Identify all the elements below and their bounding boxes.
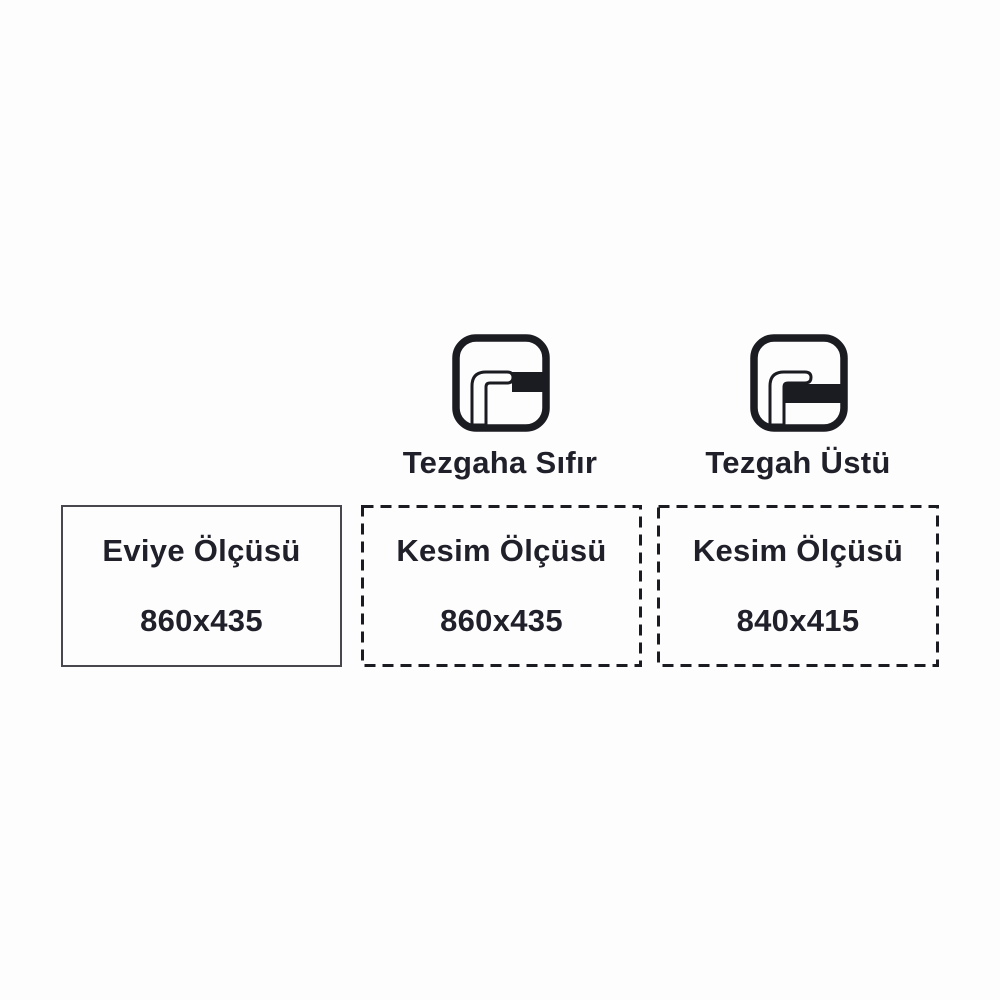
mount-label-overmount: Tezgah Üstü [705,445,891,480]
size-box-title: Kesim Ölçüsü [692,533,904,568]
size-box-value: 860x435 [440,603,563,638]
size-box-cut-overmount: Kesim Ölçüsü 840x415 [657,505,939,667]
overmount-icon [750,334,848,432]
flush-mount-icon [452,334,550,432]
size-box-cut-flush: Kesim Ölçüsü 860x435 [361,505,642,667]
dashed-border [657,505,939,667]
size-box-value: 840x415 [736,603,860,638]
size-box-title: Kesim Ölçüsü [396,533,607,568]
size-box-sink: Eviye Ölçüsü 860x435 [61,505,342,667]
size-box-title: Eviye Ölçüsü [102,533,301,568]
dashed-border [361,505,642,667]
size-box-value: 860x435 [140,603,263,638]
mount-label-flush: Tezgaha Sıfır [402,445,598,480]
